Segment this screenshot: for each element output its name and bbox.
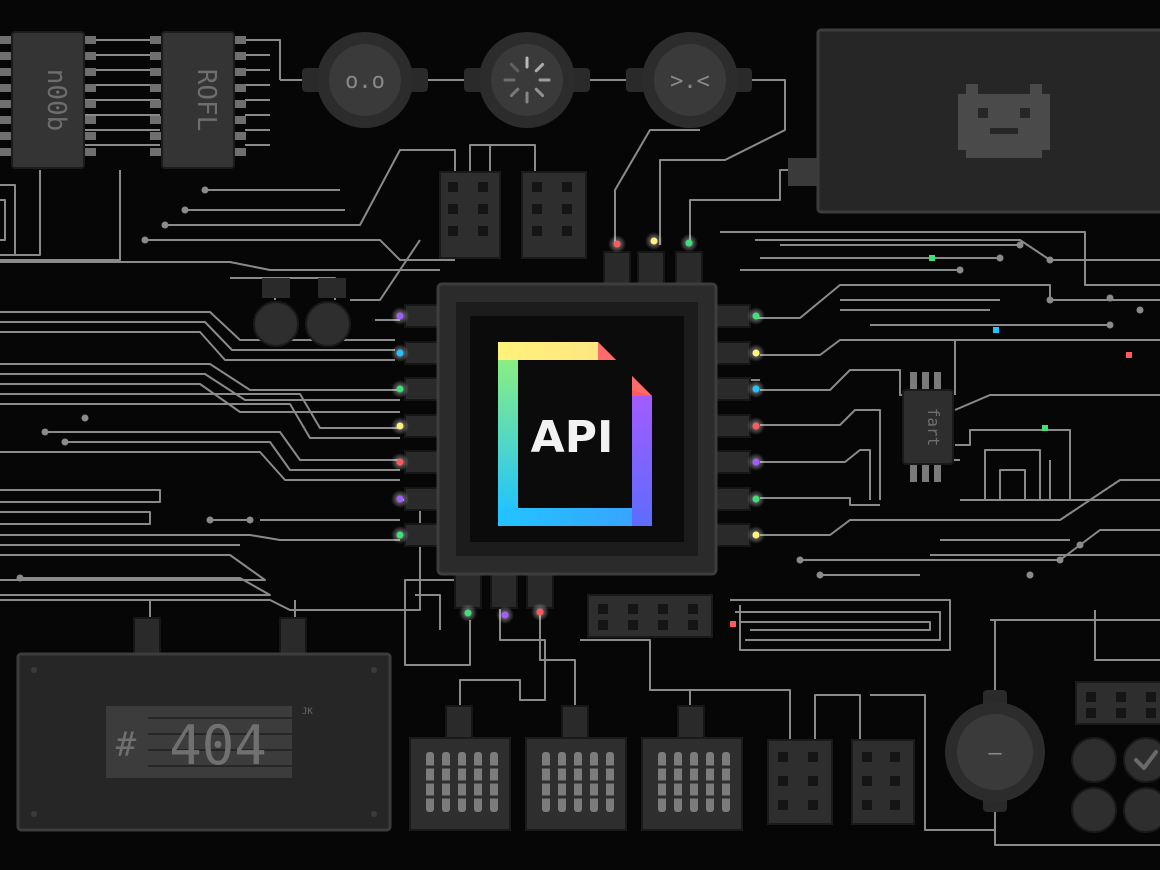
error-code: 404 xyxy=(169,714,267,777)
small-ic-label: fart xyxy=(924,408,943,447)
traces xyxy=(0,39,1160,846)
status-leds xyxy=(391,232,1132,627)
small-ic-fart: fart xyxy=(902,372,954,482)
face-component-bottom: — xyxy=(945,690,1045,812)
cat-display-module xyxy=(788,28,1160,214)
pin-array-connectors xyxy=(409,705,743,831)
ic-chip-n00b: n00b xyxy=(0,31,96,169)
check-icon xyxy=(1134,750,1158,770)
api-document-icon: API xyxy=(498,342,652,526)
face-bottom-text: — xyxy=(988,741,1002,766)
face-component-right: >.< xyxy=(626,32,752,128)
round-buttons-left xyxy=(253,278,351,347)
header-blocks xyxy=(439,171,1160,825)
error-404-module: # 404 JK xyxy=(16,617,392,832)
round-buttons-right xyxy=(1071,737,1160,833)
face-right-text: >.< xyxy=(670,69,710,94)
error-hash: # xyxy=(116,725,137,765)
error-signature: JK xyxy=(302,707,313,717)
face-component-left: o.o xyxy=(302,32,428,128)
spinner-component xyxy=(464,32,590,128)
ic-right-label: ROFL xyxy=(191,69,221,132)
api-processor: API xyxy=(404,251,751,609)
ic-left-label: n00b xyxy=(41,69,71,132)
face-left-text: o.o xyxy=(345,69,385,94)
ic-chip-rofl: ROFL xyxy=(150,31,246,169)
loading-spinner-icon xyxy=(503,56,551,104)
api-label: API xyxy=(531,412,614,463)
pixel-cat-icon xyxy=(958,84,1050,158)
